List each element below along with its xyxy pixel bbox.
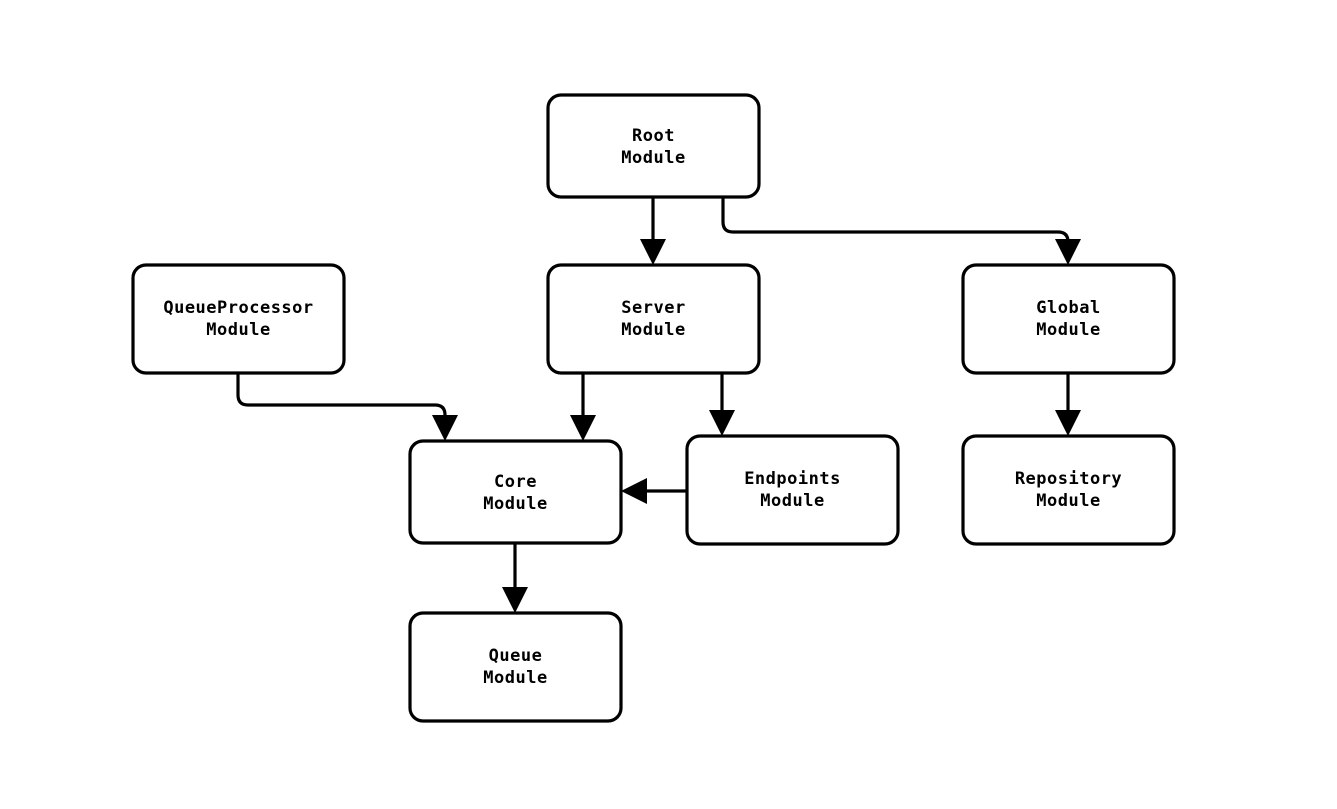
edge-queueprocessor-to-core — [236, 373, 458, 441]
edge-server-to-endpoints — [709, 373, 735, 436]
node-label-line2: Module — [483, 494, 547, 514]
node-label-line2: Module — [760, 491, 824, 511]
node-box[interactable] — [685, 434, 900, 546]
node-label-line2: Module — [1036, 491, 1100, 511]
node-box[interactable] — [546, 263, 761, 375]
node-label-line2: Module — [483, 668, 547, 688]
node-root-module[interactable]: Root Module — [546, 93, 761, 199]
node-endpoints-module[interactable]: Endpoints Module — [685, 434, 900, 546]
arrow-head-icon — [570, 415, 596, 441]
arrow-head-icon — [1055, 410, 1081, 436]
arrow-head-icon — [709, 410, 735, 436]
node-label-line1: QueueProcessor — [163, 298, 313, 318]
edge-layer — [236, 197, 1081, 613]
arrow-head-icon — [502, 587, 528, 613]
edge-line — [236, 373, 447, 421]
node-box[interactable] — [408, 439, 623, 545]
node-label-line1: Server — [621, 298, 685, 318]
node-global-module[interactable]: Global Module — [961, 263, 1176, 375]
arrow-head-icon — [432, 415, 458, 441]
node-label-line2: Module — [1036, 320, 1100, 340]
node-layer: Root Module QueueProcessor Module Server… — [131, 93, 1176, 723]
node-box[interactable] — [408, 611, 623, 723]
edge-endpoints-to-core — [621, 478, 687, 504]
edge-server-to-core — [570, 373, 596, 441]
node-box[interactable] — [961, 263, 1176, 375]
node-label-line1: Queue — [489, 646, 543, 666]
node-label-line1: Core — [494, 472, 537, 492]
node-repository-module[interactable]: Repository Module — [961, 434, 1176, 546]
node-box[interactable] — [546, 93, 761, 199]
arrow-head-icon — [640, 239, 666, 265]
node-server-module[interactable]: Server Module — [546, 263, 761, 375]
arrow-head-icon — [1055, 239, 1081, 265]
edge-core-to-queue — [502, 543, 528, 613]
edge-line — [721, 197, 1070, 245]
node-label-line1: Repository — [1015, 469, 1122, 489]
node-label-line1: Endpoints — [744, 469, 841, 489]
node-label-line2: Module — [621, 148, 685, 168]
node-label-line1: Root — [632, 126, 675, 146]
node-queueprocessor-module[interactable]: QueueProcessor Module — [131, 263, 346, 375]
node-queue-module[interactable]: Queue Module — [408, 611, 623, 723]
node-box[interactable] — [961, 434, 1176, 546]
edge-root-to-server — [640, 197, 666, 265]
node-label-line1: Global — [1036, 298, 1100, 318]
arrow-head-icon — [621, 478, 647, 504]
node-box[interactable] — [131, 263, 346, 375]
node-label-line2: Module — [621, 320, 685, 340]
edge-root-to-global — [721, 197, 1081, 265]
node-core-module[interactable]: Core Module — [408, 439, 623, 545]
edge-global-to-repository — [1055, 373, 1081, 436]
node-label-line2: Module — [206, 320, 270, 340]
